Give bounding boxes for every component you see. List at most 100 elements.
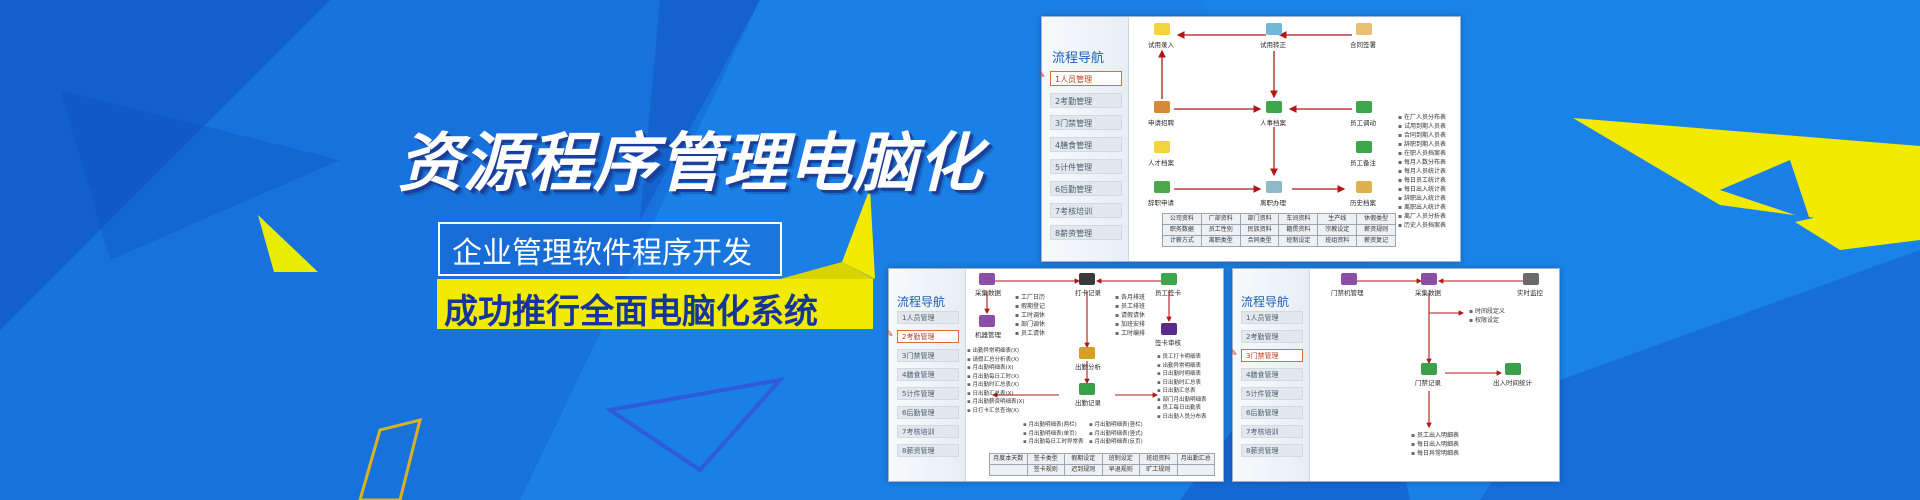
grid-cell[interactable]: 合同类型 [1240, 236, 1279, 246]
report-item[interactable]: 每月人员统计表 [1398, 167, 1446, 176]
nav-item-4[interactable]: 4膳食管理 [1050, 137, 1122, 152]
list-item[interactable]: 请假请休 [1115, 311, 1145, 320]
report-item[interactable]: 月出勤明细表(两栏) [1023, 421, 1084, 430]
list-item[interactable]: 假期登记 [1015, 302, 1045, 311]
nav-item-6[interactable]: 6后勤管理 [1050, 181, 1122, 196]
report-item[interactable]: 每月人数分布表 [1398, 158, 1446, 167]
grid-cell[interactable]: 月出勤汇总 [1177, 454, 1214, 464]
report-item[interactable]: 辞职到期人员表 [1398, 140, 1446, 149]
nav-item-4[interactable]: 4膳食管理 [1241, 368, 1303, 381]
grid-cell[interactable]: 薪资复记 [1357, 236, 1395, 246]
grid-cell[interactable]: 签卡类型 [1027, 454, 1064, 464]
grid-cell[interactable] [990, 465, 1027, 475]
nav-item-7[interactable]: 7考核培训 [1241, 425, 1303, 438]
report-item[interactable]: 离厂人员分析表 [1398, 212, 1446, 221]
grid-cell[interactable]: 车间资料 [1279, 214, 1318, 224]
grid-cell[interactable]: 签卡规则 [1027, 465, 1064, 475]
nav-item-1[interactable]: 1人员管理 [1241, 311, 1303, 324]
report-item[interactable]: 日打卡汇总查询(X) [967, 407, 1025, 416]
report-item[interactable]: 历史人员档案表 [1398, 221, 1446, 230]
report-item[interactable]: 在厂人员分布表 [1398, 113, 1446, 122]
nav-item-2[interactable]: 2考勤管理 [897, 330, 959, 343]
report-item[interactable]: 日出勤人员分布表 [1157, 413, 1206, 422]
list-item[interactable]: 各月排班 [1115, 293, 1145, 302]
grid-cell[interactable]: 假期设定 [1065, 454, 1102, 464]
nav-item-5[interactable]: 5计件管理 [1050, 159, 1122, 174]
grid-cell[interactable]: 公司资料 [1163, 214, 1201, 224]
report-item[interactable]: 请假汇总分析表(X) [967, 356, 1025, 365]
report-item[interactable]: 日出勤汇总表(X) [967, 390, 1025, 399]
grid-cell[interactable]: 班制设定 [1102, 454, 1139, 464]
report-item[interactable]: 员工出入明细表 [1411, 431, 1459, 440]
nav-item-7[interactable]: 7考核培训 [1050, 203, 1122, 218]
report-item[interactable]: 月出勤明细表(反页) [1089, 438, 1142, 447]
nav-item-3[interactable]: 3门禁管理 [1050, 115, 1122, 130]
report-item[interactable]: 每日员工统计表 [1398, 176, 1446, 185]
report-item[interactable]: 日出勤时明细表 [1157, 370, 1207, 379]
report-item[interactable]: 日出勤时汇总表 [1157, 379, 1207, 388]
nav-item-7[interactable]: 7考核培训 [897, 425, 959, 438]
grid-cell[interactable]: 职务数据 [1163, 225, 1201, 235]
grid-cell[interactable]: 月度本天数 [990, 454, 1027, 464]
report-item[interactable]: 员工打卡明细表 [1157, 353, 1207, 362]
nav-item-2[interactable]: 2考勤管理 [1050, 93, 1122, 108]
report-item[interactable]: 月出勤每日工时(X) [967, 373, 1025, 382]
report-item[interactable]: 部门月出勤明细表 [1157, 396, 1206, 405]
grid-cell[interactable]: 生产线 [1318, 214, 1357, 224]
nav-item-6[interactable]: 6后勤管理 [1241, 406, 1303, 419]
report-item[interactable]: 日出勤汇总表 [1157, 387, 1207, 396]
list-item[interactable]: 工时编排 [1115, 329, 1145, 338]
nav-item-4[interactable]: 4膳食管理 [897, 368, 959, 381]
list-item[interactable]: 工时调休 [1015, 311, 1045, 320]
report-item[interactable]: 辞职出入统计表 [1398, 194, 1446, 203]
report-item[interactable]: 每日出入明细表 [1411, 440, 1459, 449]
grid-cell[interactable]: 部门资料 [1240, 214, 1279, 224]
report-item[interactable]: 月出勤明细表(X) [967, 364, 1025, 373]
grid-cell[interactable]: 班制设定 [1279, 236, 1318, 246]
list-item[interactable]: 时间段定义 [1469, 307, 1505, 316]
grid-cell[interactable]: 籍贯资料 [1279, 225, 1318, 235]
report-item[interactable]: 在职人员档案表 [1398, 149, 1446, 158]
grid-cell[interactable]: 宗教设定 [1318, 225, 1357, 235]
grid-cell[interactable]: 班组资料 [1318, 236, 1357, 246]
grid-cell[interactable]: 迟到规则 [1065, 465, 1102, 475]
report-item[interactable]: 离职出入统计表 [1398, 203, 1446, 212]
grid-cell[interactable]: 薪资规则 [1357, 225, 1395, 235]
report-item[interactable]: 月出勤明细表(竖栏) [1089, 421, 1142, 430]
report-item[interactable]: 出勤异常明细表 [1157, 362, 1207, 371]
nav-item-8[interactable]: 8薪资管理 [1241, 444, 1303, 457]
nav-item-3[interactable]: 3门禁管理 [1241, 349, 1303, 362]
nav-item-2[interactable]: 2考勤管理 [1241, 330, 1303, 343]
nav-item-3[interactable]: 3门禁管理 [897, 349, 959, 362]
list-item[interactable]: 加班安排 [1115, 320, 1145, 329]
report-item[interactable]: 每日异常明细表 [1411, 449, 1459, 458]
grid-cell[interactable]: 旷工规则 [1140, 465, 1177, 475]
report-item[interactable]: 月出勤明细表(竖式) [1089, 430, 1142, 439]
grid-cell[interactable]: 班组资料 [1140, 454, 1177, 464]
list-item[interactable]: 工厂日历 [1015, 293, 1045, 302]
grid-cell[interactable]: 厂部资料 [1201, 214, 1240, 224]
grid-cell[interactable]: 员工性别 [1201, 225, 1240, 235]
report-item[interactable]: 出勤异常明细表(X) [967, 347, 1025, 356]
nav-item-8[interactable]: 8薪资管理 [1050, 225, 1122, 240]
grid-cell[interactable]: 离职类型 [1201, 236, 1240, 246]
report-item[interactable]: 月出勤时汇总表(X) [967, 381, 1025, 390]
list-item[interactable]: 员工请休 [1015, 329, 1045, 338]
nav-item-1[interactable]: 1人员管理 [1050, 71, 1122, 86]
grid-cell[interactable]: 计薪方式 [1163, 236, 1201, 246]
report-item[interactable]: 合同到期人员表 [1398, 131, 1446, 140]
grid-cell[interactable]: 民族资料 [1240, 225, 1279, 235]
nav-item-6[interactable]: 6后勤管理 [897, 406, 959, 419]
report-item[interactable]: 月出勤每日工时异常表 [1023, 438, 1083, 447]
report-item[interactable]: 月出勤薪资明细表(X) [967, 398, 1024, 407]
nav-item-5[interactable]: 5计件管理 [1241, 387, 1303, 400]
report-item[interactable]: 每日出入统计表 [1398, 185, 1446, 194]
report-item[interactable]: 试用到期人员表 [1398, 122, 1446, 131]
list-item[interactable]: 员工排班 [1115, 302, 1145, 311]
grid-cell[interactable]: 早退规则 [1102, 465, 1139, 475]
report-item[interactable]: 月出勤明细表(单页) [1023, 430, 1084, 439]
nav-item-1[interactable]: 1人员管理 [897, 311, 959, 324]
list-item[interactable]: 权限设定 [1469, 316, 1505, 325]
list-item[interactable]: 部门调休 [1015, 320, 1045, 329]
grid-cell[interactable]: 休假类型 [1357, 214, 1395, 224]
